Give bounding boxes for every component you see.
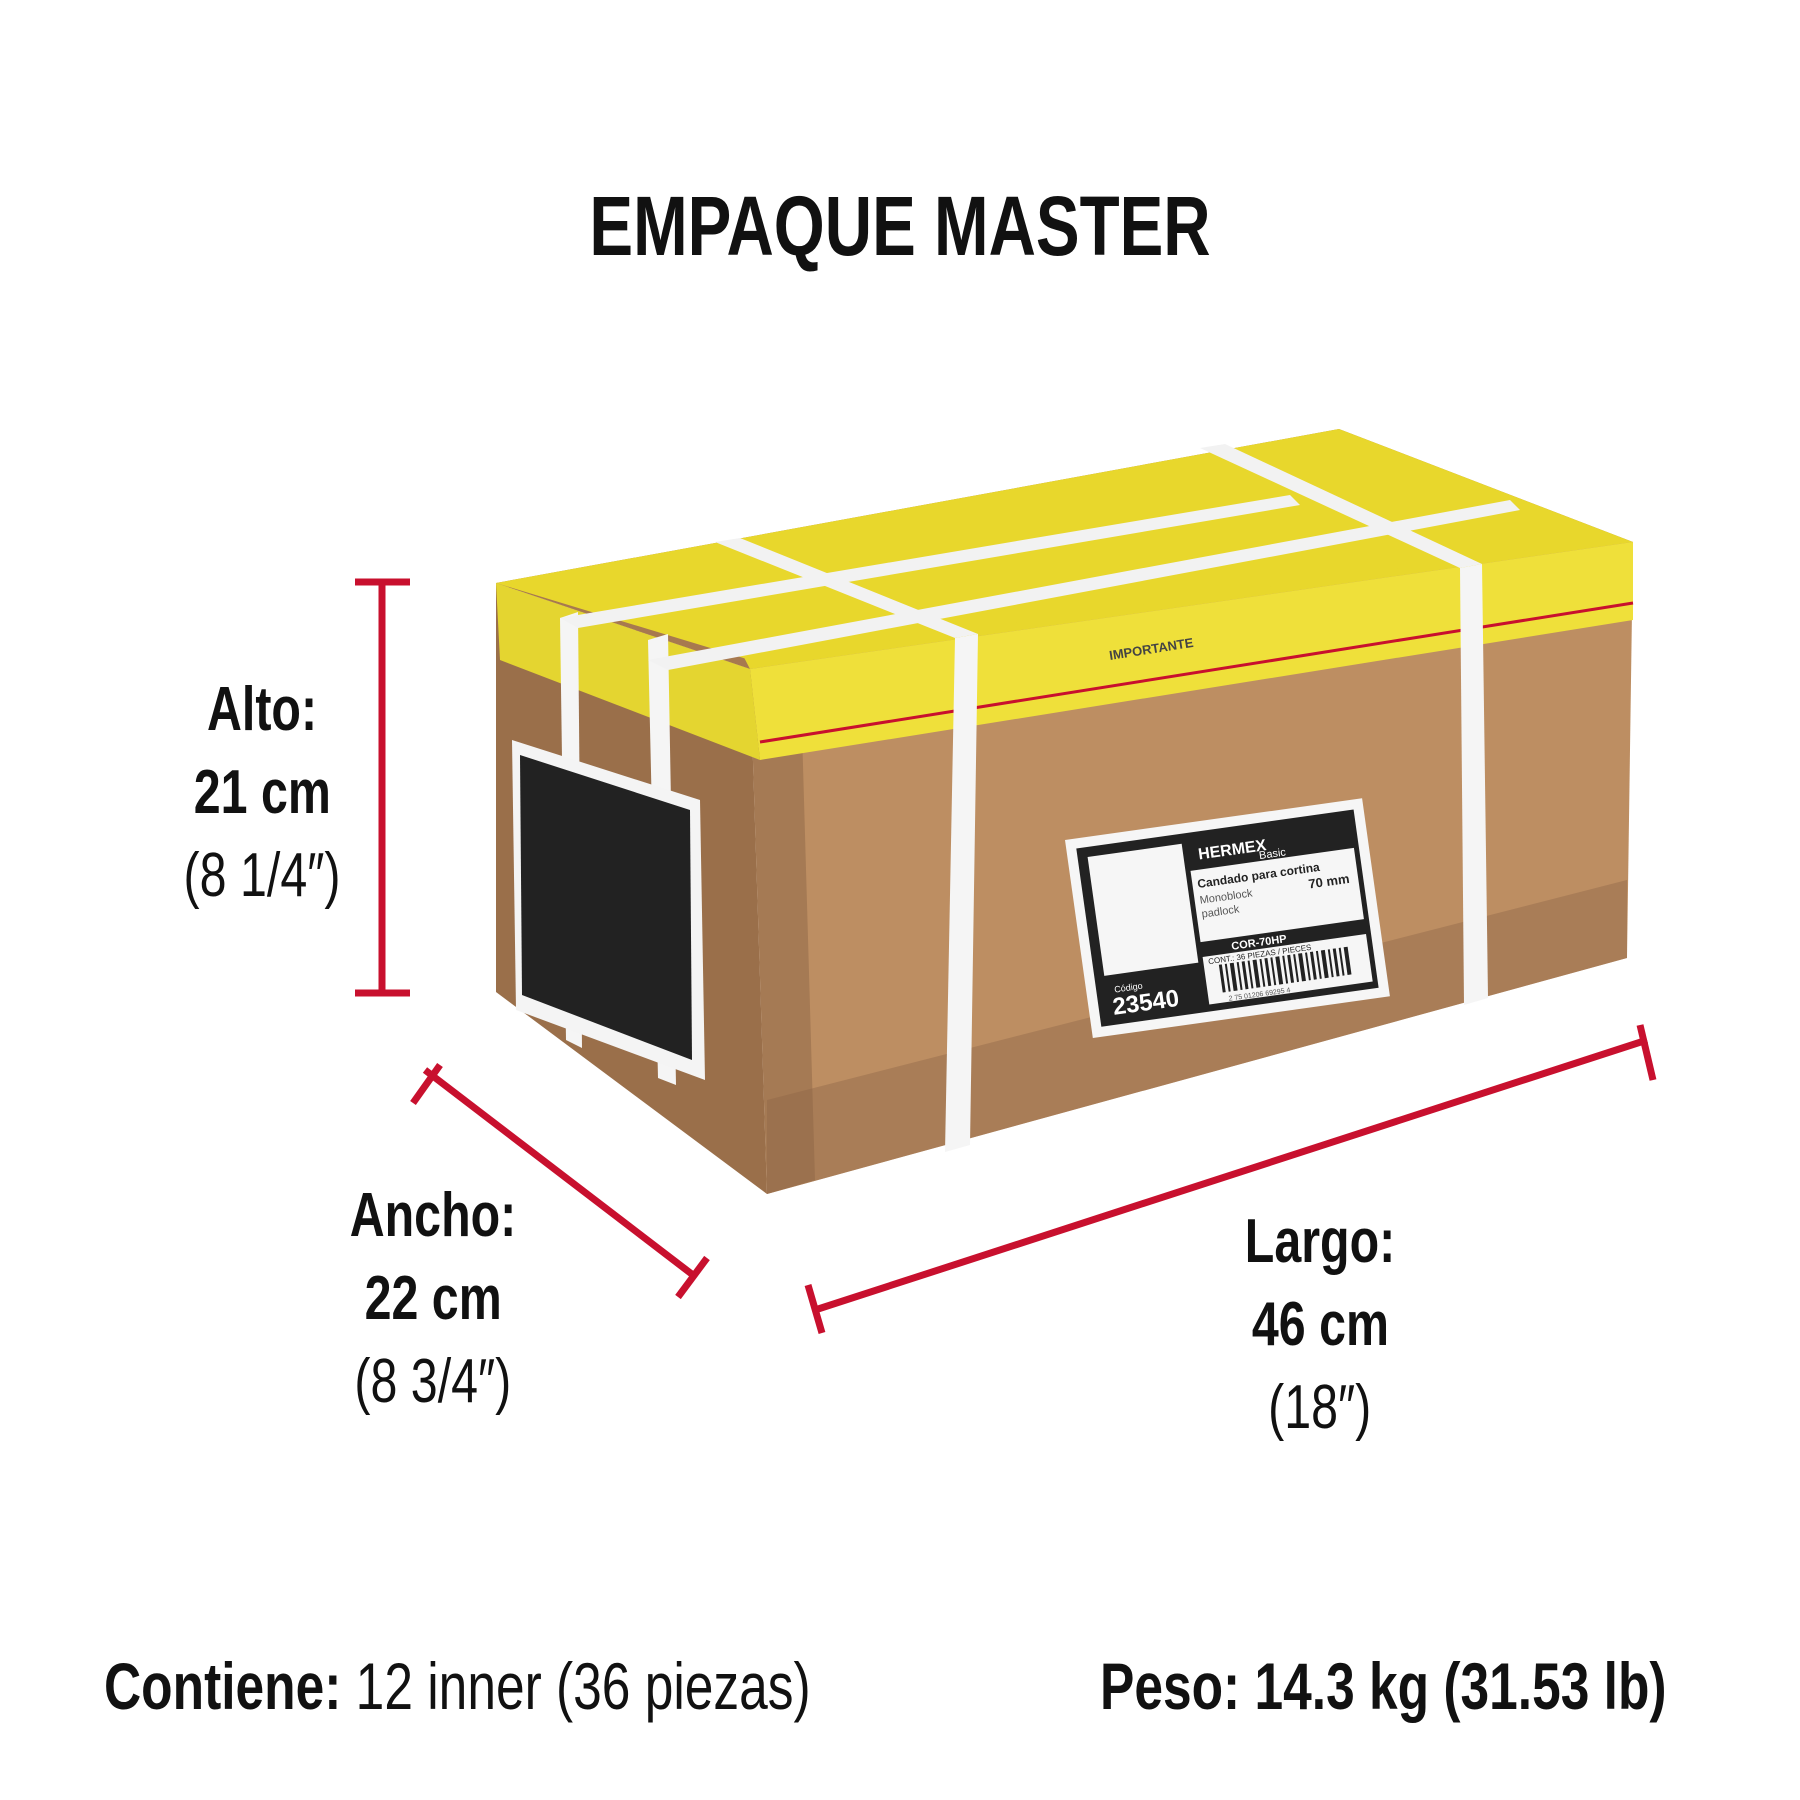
strap bbox=[1460, 564, 1488, 1005]
ancho-dimension: Ancho: 22 cm (8 3/4″) bbox=[326, 1174, 540, 1423]
label-product-en: padlock bbox=[1201, 903, 1241, 920]
alto-metric: 21 cm bbox=[193, 758, 331, 827]
weight-label: Peso: bbox=[1100, 1649, 1241, 1723]
barcode bbox=[1218, 946, 1352, 993]
label-line: Basic bbox=[1258, 846, 1287, 862]
largo-metric: 46 cm bbox=[1251, 1290, 1389, 1359]
strap bbox=[945, 634, 978, 1152]
ancho-metric: 22 cm bbox=[364, 1264, 502, 1333]
label-size: 70 mm bbox=[1307, 871, 1350, 892]
largo-label: Largo: bbox=[1244, 1207, 1396, 1276]
ancho-imperial: (8 3/4″) bbox=[354, 1347, 512, 1416]
strap bbox=[560, 495, 1300, 628]
strap bbox=[1200, 444, 1482, 568]
strap bbox=[648, 500, 1520, 670]
ancho-label: Ancho: bbox=[349, 1181, 517, 1250]
contents-value: 12 inner (36 piezas) bbox=[355, 1649, 811, 1723]
front-label: HERMEX Basic Candado para cortina Monobl… bbox=[1065, 798, 1390, 1039]
alto-dimension: Alto: 21 cm (8 1/4″) bbox=[161, 668, 362, 917]
page-title: EMPAQUE MASTER bbox=[589, 179, 1211, 273]
label-codigo-caption: Código bbox=[1114, 981, 1144, 995]
weight-value: 14.3 kg (31.53 lb) bbox=[1254, 1649, 1667, 1723]
largo-dimension: Largo: 46 cm (18″) bbox=[1224, 1200, 1417, 1449]
alto-imperial: (8 1/4″) bbox=[183, 841, 341, 910]
ancho-dimension-line bbox=[422, 1067, 696, 1278]
largo-imperial: (18″) bbox=[1268, 1373, 1372, 1442]
alto-label: Alto: bbox=[206, 675, 318, 744]
contents-label: Contiene: bbox=[104, 1649, 342, 1723]
largo-dimension-line bbox=[813, 1036, 1649, 1314]
weight-info: Peso: 14.3 kg (31.53 lb) bbox=[1100, 1648, 1800, 1724]
contents-info: Contiene: 12 inner (36 piezas) bbox=[104, 1648, 1010, 1724]
